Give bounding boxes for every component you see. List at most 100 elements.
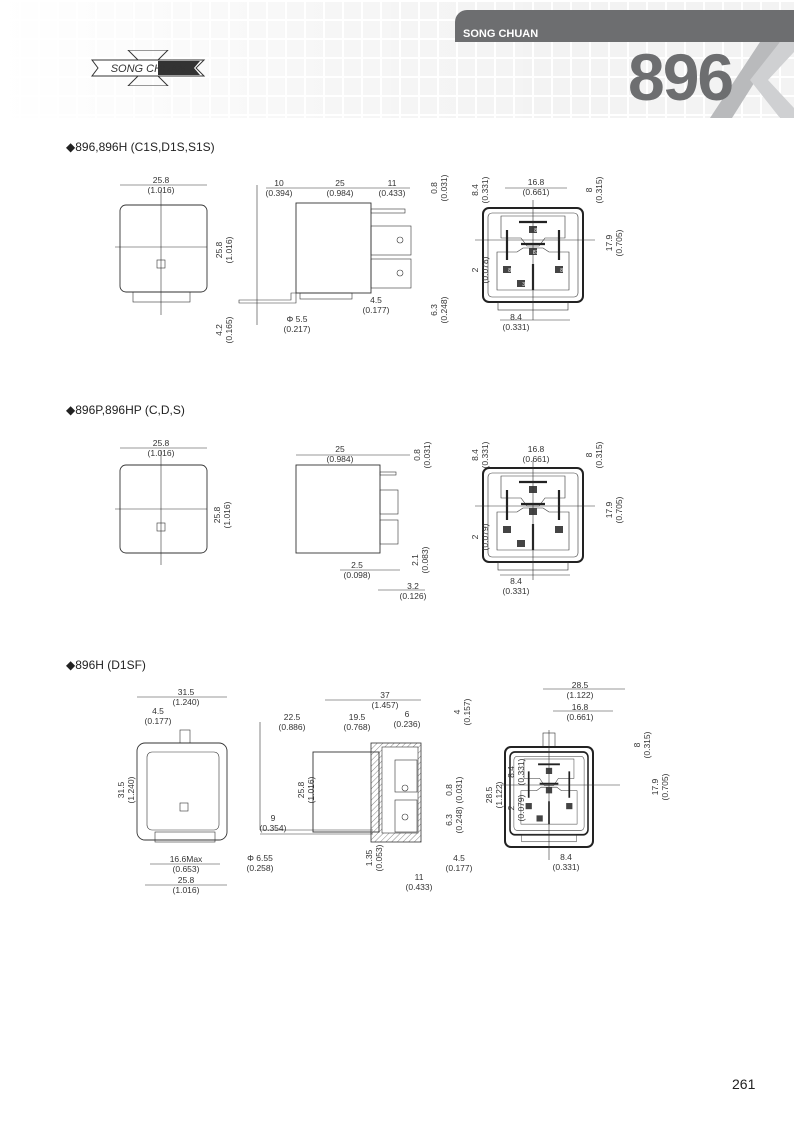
dimension-label: 8.4 bbox=[560, 852, 572, 862]
dimension-label: (1.016) bbox=[148, 185, 175, 195]
dimension-label: (1.240) bbox=[173, 697, 200, 707]
dimension-label: 22.5 bbox=[284, 712, 301, 722]
dimension-label: 9 bbox=[271, 813, 276, 823]
dimension-label: (0.661) bbox=[567, 712, 594, 722]
dimension-label: (0.433) bbox=[406, 882, 433, 892]
dimension-label: (0.331) bbox=[553, 862, 580, 872]
dimension-label: (0.053) bbox=[374, 844, 384, 871]
dimension-label: (0.177) bbox=[145, 716, 172, 726]
side-view bbox=[238, 185, 412, 325]
dimension-label: 25 bbox=[335, 178, 345, 188]
dimension-label: (1.122) bbox=[567, 690, 594, 700]
dimension-label: 25.8 bbox=[214, 241, 224, 258]
dimension-label: 86 bbox=[560, 268, 566, 274]
dimension-label: 25.8 bbox=[153, 438, 170, 448]
dimension-label: 4.5 bbox=[453, 853, 465, 863]
dimension-label: (0.126) bbox=[400, 591, 427, 601]
dimension-label: 17.9 bbox=[604, 501, 614, 518]
dimension-label: (0.394) bbox=[266, 188, 293, 198]
section-title: ◆896,896H (C1S,D1S,S1S) bbox=[66, 140, 215, 154]
dimension-label: 8.4 bbox=[470, 449, 480, 461]
dimension-label: (0.315) bbox=[642, 731, 652, 758]
dimension-label: 19.5 bbox=[349, 712, 366, 722]
dimension-label: 6 bbox=[405, 709, 410, 719]
dimension-label: 4.5 bbox=[370, 295, 382, 305]
dimension-label: 85 bbox=[508, 268, 514, 274]
dimension-label: 17.9 bbox=[650, 778, 660, 795]
dimension-label: (0.705) bbox=[614, 496, 624, 523]
dimension-label: (0.331) bbox=[503, 586, 530, 596]
dimension-label: (0.248) bbox=[439, 296, 449, 323]
dimension-label: 6.3 bbox=[429, 304, 439, 316]
dimension-label: 8.4 bbox=[510, 312, 522, 322]
dimension-label: (0.079) bbox=[516, 794, 526, 821]
front-view bbox=[136, 696, 228, 886]
dimension-label: 1.35 bbox=[364, 849, 374, 866]
dimension-label: (0.248) bbox=[454, 806, 464, 833]
dimension-label: 16.6Max bbox=[170, 854, 203, 864]
dimension-label: 2.5 bbox=[351, 560, 363, 570]
model-number: 896 bbox=[628, 40, 734, 114]
dimension-label: (0.886) bbox=[279, 722, 306, 732]
dimension-label: 6.3 bbox=[444, 814, 454, 826]
dimension-label: 8 bbox=[632, 742, 642, 747]
dimension-label: (0.661) bbox=[523, 187, 550, 197]
dimension-label: 4 bbox=[452, 709, 462, 714]
bottom-view-axes bbox=[475, 187, 595, 321]
dimension-label: (1.240) bbox=[126, 776, 136, 803]
dimension-label: 0.8 bbox=[429, 182, 439, 194]
dimension-label: (0.031) bbox=[439, 174, 449, 201]
dimension-label: 87a bbox=[533, 250, 542, 256]
dimension-label: 25 bbox=[335, 444, 345, 454]
dimension-label: 31.5 bbox=[116, 781, 126, 798]
dimension-label: (1.016) bbox=[173, 885, 200, 895]
page-number: 261 bbox=[732, 1076, 756, 1092]
dimension-label: (1.457) bbox=[372, 700, 399, 710]
dimension-label: 25.8 bbox=[212, 506, 222, 523]
dimension-label: 16.8 bbox=[572, 702, 589, 712]
dimension-label: 37 bbox=[380, 690, 390, 700]
dimension-label: (0.661) bbox=[523, 454, 550, 464]
dimension-label: (0.331) bbox=[503, 322, 530, 332]
dimension-label: 8.4 bbox=[510, 576, 522, 586]
dimension-label: 8.4 bbox=[470, 184, 480, 196]
dimension-label: (1.016) bbox=[224, 236, 234, 263]
dimension-label: (0.315) bbox=[594, 176, 604, 203]
section-title: ◆896P,896HP (C,D,S) bbox=[66, 403, 185, 417]
brand-tab: SONG CHUAN bbox=[455, 10, 794, 42]
dimension-label: (0.331) bbox=[480, 176, 490, 203]
dimension-labels: 31.5(1.240) 4.5(0.177) 31.5(1.240) 16.6M… bbox=[116, 680, 670, 895]
dimension-label: 4.2 bbox=[214, 324, 224, 336]
brand-name: SONG CHUAN bbox=[463, 28, 539, 40]
dimension-label: (0.217) bbox=[284, 324, 311, 334]
dimension-label: 0.8 bbox=[412, 449, 422, 461]
dimension-label: (0.984) bbox=[327, 454, 354, 464]
song-chuan-logo: SONG CHUAN bbox=[91, 50, 206, 86]
dimension-label: (0.083) bbox=[420, 546, 430, 573]
dimension-label: (1.122) bbox=[494, 781, 504, 808]
dimension-label: 2 bbox=[470, 534, 480, 539]
dimension-label: (0.165) bbox=[224, 316, 234, 343]
dimension-label: (0.098) bbox=[344, 570, 371, 580]
dimension-label: 16.8 bbox=[528, 444, 545, 454]
dimension-label: 16.8 bbox=[528, 177, 545, 187]
section-title: ◆896H (D1SF) bbox=[66, 658, 146, 672]
page-header: SONG CHUAN 896 SONG CHUAN bbox=[0, 0, 794, 118]
side-view bbox=[259, 699, 422, 843]
dimension-label: 2 bbox=[506, 805, 516, 810]
dimension-label: (0.078) bbox=[480, 256, 490, 283]
dimension-label: 17.9 bbox=[604, 234, 614, 251]
dimension-label: (0.258) bbox=[247, 863, 274, 873]
chevron-decoration-icon bbox=[710, 42, 794, 118]
dimension-label: (0.031) bbox=[422, 441, 432, 468]
dimension-labels: 25.8(1.016) 25.8(1.016) 25(0.984) 0.8(0.… bbox=[148, 438, 624, 601]
dimension-label: 2.1 bbox=[410, 554, 420, 566]
dimension-label: (0.079) bbox=[480, 523, 490, 550]
dimension-label: (0.177) bbox=[363, 305, 390, 315]
dimension-label: 30 bbox=[522, 282, 528, 288]
dimension-label: (0.031) bbox=[454, 776, 464, 803]
dimension-label: 4.5 bbox=[152, 706, 164, 716]
dimension-label: 3.2 bbox=[407, 581, 419, 591]
dimension-label: 10 bbox=[274, 178, 284, 188]
dimension-label: (0.984) bbox=[327, 188, 354, 198]
